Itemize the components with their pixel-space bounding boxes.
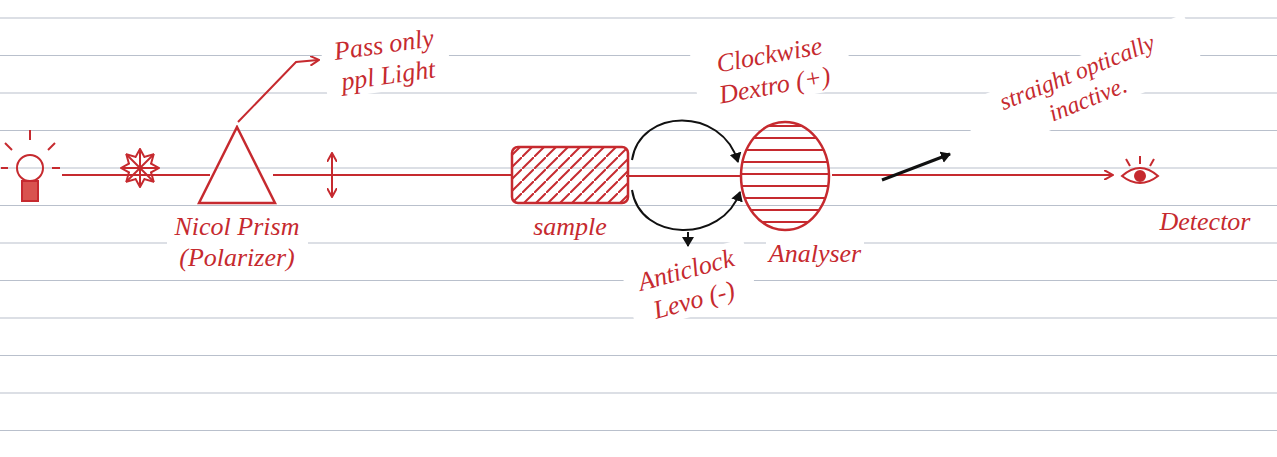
leader-arrow — [687, 232, 689, 246]
ruled-line — [0, 355, 1277, 356]
clockwise-arc — [632, 121, 738, 163]
leader-arrow — [238, 60, 318, 122]
analyser-disc-outline — [741, 122, 829, 230]
note-text: straight optically inactive. — [959, 14, 1204, 158]
part-name: sample — [530, 211, 610, 242]
ruled-line — [0, 392, 1277, 393]
part-name: Analyser — [766, 238, 864, 269]
part-label: Detector — [1157, 206, 1254, 237]
analyser-disc — [739, 120, 831, 232]
lamp — [1, 130, 60, 201]
sample-tube — [510, 145, 630, 205]
label-holder: sample — [510, 211, 630, 242]
label-holder: Nicol Prism (Polarizer) — [197, 211, 277, 273]
ruled-line — [0, 430, 1277, 431]
label-holder: Analyser — [739, 238, 831, 269]
unpolarised-light-symbol — [122, 150, 158, 186]
ruled-line — [0, 167, 1277, 168]
polarised-light-symbol — [331, 175, 333, 196]
nicol-prism-node: Nicol Prism (Polarizer) — [197, 125, 277, 205]
rotation-label: Anticlock Levo (-) — [621, 239, 759, 332]
ruled-line — [0, 130, 1277, 131]
polarised-light-symbol — [331, 154, 333, 175]
nicol-prism-outline — [199, 127, 275, 203]
nicol-prism — [197, 125, 277, 205]
leader-arrow — [882, 154, 950, 180]
light-beam — [273, 174, 512, 176]
part-name: Nicol Prism (Polarizer) — [167, 211, 308, 273]
rotation-label: Clockwise Dextro (+) — [690, 26, 854, 115]
sample-tube-outline — [512, 147, 628, 203]
light-beam — [626, 175, 741, 177]
sample-tube-node: sample — [510, 145, 630, 205]
ruled-line — [0, 17, 1277, 18]
light-beam — [832, 174, 1112, 176]
anticlockwise-arc — [632, 190, 740, 230]
note-text: Pass only ppl Light — [319, 20, 452, 99]
light-beam — [62, 174, 210, 176]
eye-symbol — [1122, 156, 1158, 183]
analyser-disc-node: Analyser — [739, 120, 831, 232]
